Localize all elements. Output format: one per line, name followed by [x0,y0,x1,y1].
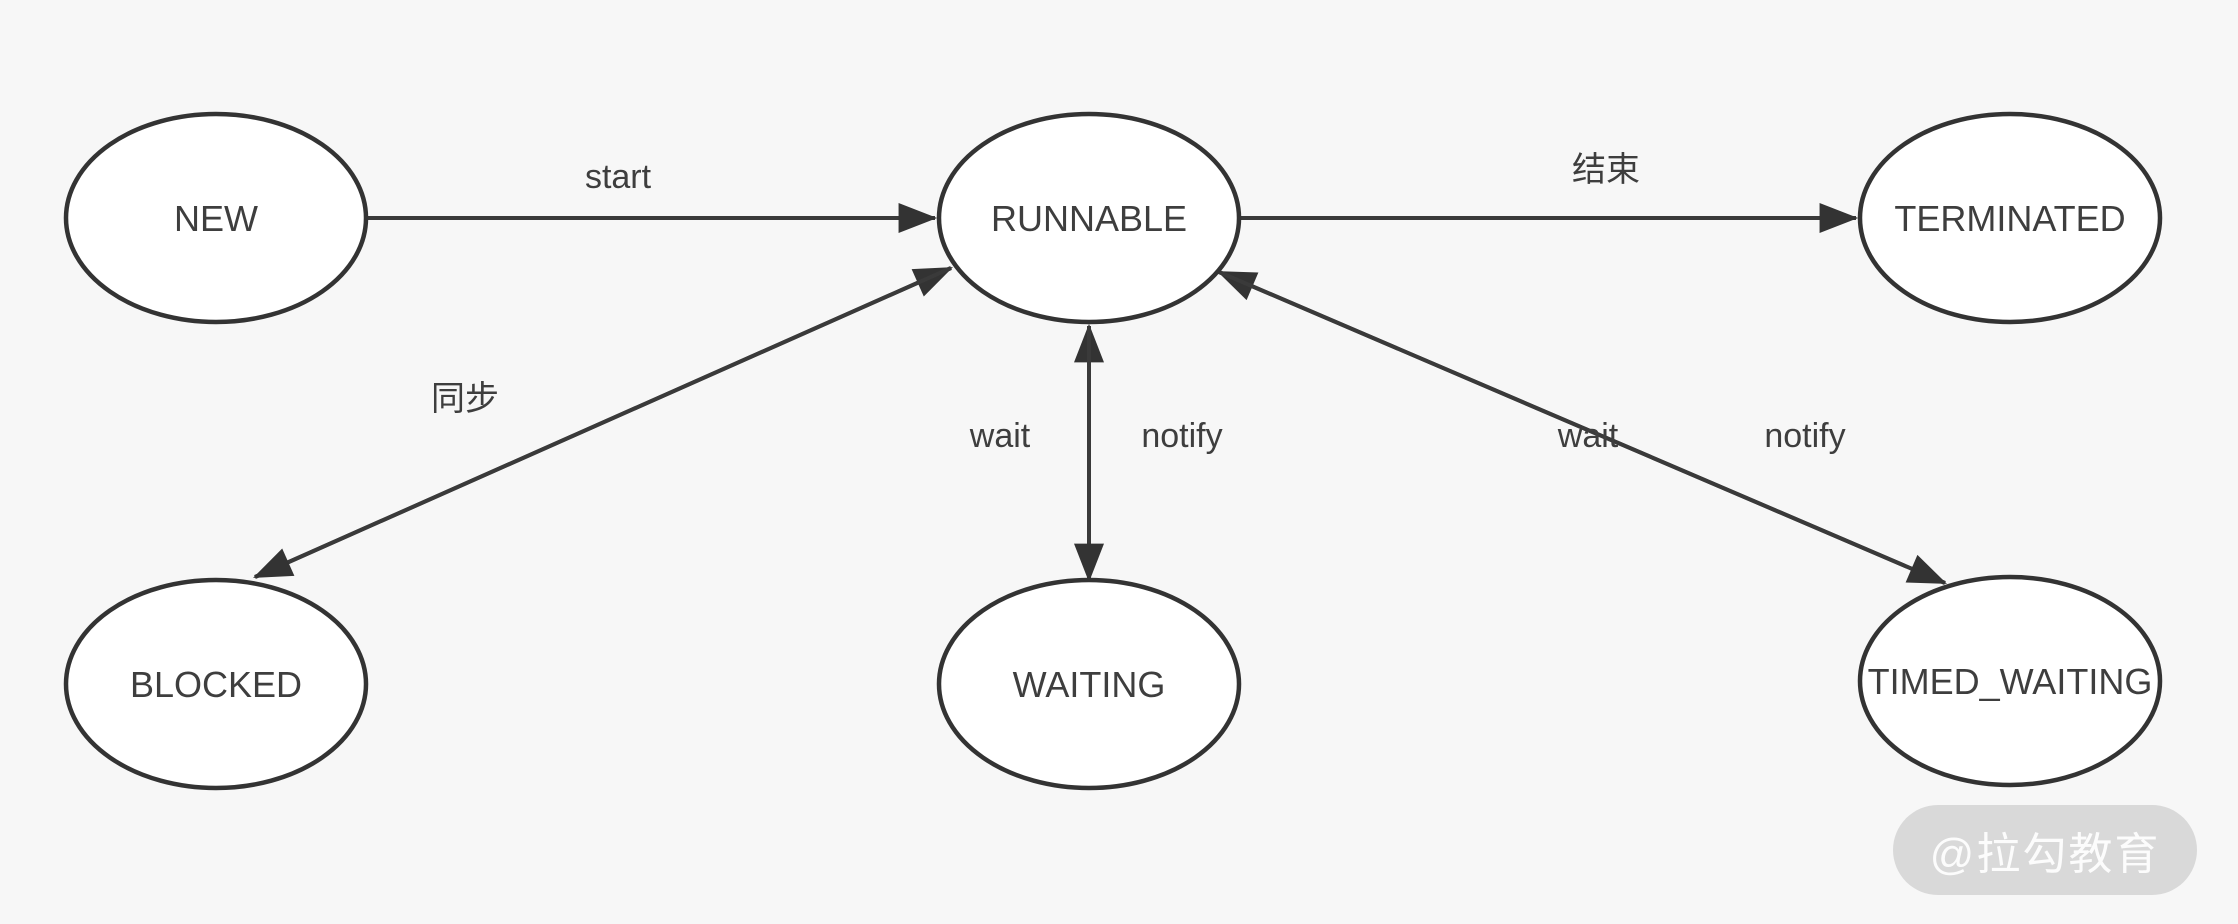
state-node-blocked [63,577,369,791]
edge-sync-label: 同步 [431,380,499,418]
edge-wait-notify-right-line-to-timed-waiting [1218,270,1947,585]
state-label-runnable: RUNNABLE [991,198,1187,239]
edge-notify-left-label: notify [1141,417,1222,455]
edge-sync-line-to-blocked [253,266,952,579]
state-node-runnable [936,111,1242,325]
edge-wait-right-label: wait [1557,417,1619,455]
state-label-terminated: TERMINATED [1894,198,2125,239]
edge-notify-right-label: notify [1764,417,1845,455]
watermark-text: @拉勾教育 [1929,830,2161,879]
state-label-blocked: BLOCKED [130,664,302,705]
state-label-new: NEW [174,198,258,239]
edge-start-label: start [585,158,652,196]
edge-wait-left-label: wait [969,417,1031,455]
state-node-terminated [1857,111,2163,325]
state-node-waiting [936,577,1242,791]
edge-end-label: 结束 [1572,151,1640,189]
watermark-badge: @拉勾教育 [1893,805,2197,895]
state-node-new [63,111,369,325]
state-label-waiting: WAITING [1013,664,1166,705]
state-node-timed-waiting [1857,574,2163,788]
state-label-timed-waiting: TIMED_WAITING [1868,661,2153,702]
